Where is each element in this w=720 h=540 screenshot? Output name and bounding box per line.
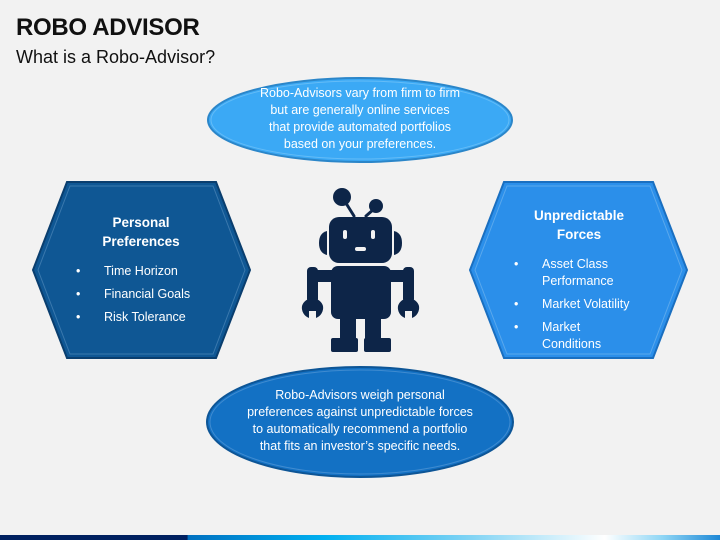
right-hexagon-shape bbox=[468, 181, 689, 359]
bottom-ellipse-line: preferences against unpredictable forces bbox=[247, 405, 473, 419]
list-item: • Risk Tolerance bbox=[76, 309, 226, 326]
left-hexagon-title-line: Preferences bbox=[102, 234, 180, 249]
list-item: • Financial Goals bbox=[76, 286, 226, 303]
right-hexagon-title: Unpredictable Forces bbox=[498, 206, 660, 244]
bottom-ellipse-line: that fits an investor’s specific needs. bbox=[259, 439, 461, 453]
left-hexagon-list: • Time Horizon • Financial Goals • Risk Tol… bbox=[76, 263, 226, 332]
list-item: • Asset Class Performance bbox=[514, 256, 634, 290]
top-ellipse-text: Robo-Advisors vary from firm to firm but… bbox=[220, 85, 500, 153]
top-ellipse-line: but are generally online services bbox=[270, 103, 450, 117]
bullet-icon: • bbox=[76, 264, 81, 278]
list-item: • Market Volatility bbox=[514, 296, 634, 313]
left-hexagon-shape bbox=[31, 181, 252, 359]
footer-gradient-bar bbox=[0, 535, 720, 540]
top-ellipse-line: that provide automated portfolios bbox=[268, 120, 452, 134]
list-item-label: Time Horizon bbox=[104, 264, 178, 278]
top-ellipse-line: Robo-Advisors vary from firm to firm bbox=[259, 86, 461, 100]
bottom-ellipse-line: to automatically recommend a portfolio bbox=[252, 422, 468, 436]
top-ellipse-line: based on your preferences. bbox=[283, 137, 437, 151]
list-item: • Market Conditions bbox=[514, 319, 634, 353]
left-hexagon-title-line: Personal bbox=[112, 215, 170, 230]
list-item-label: Market Volatility bbox=[542, 297, 630, 311]
right-hexagon-title-line: Unpredictable bbox=[533, 208, 625, 223]
list-item-label: Market Conditions bbox=[542, 320, 602, 351]
slide-title: ROBO ADVISOR bbox=[16, 14, 200, 41]
slide-subtitle: What is a Robo-Advisor? bbox=[16, 47, 216, 67]
bullet-icon: • bbox=[514, 297, 519, 311]
list-item-label: Asset Class Performance bbox=[542, 257, 614, 288]
bottom-ellipse-shape bbox=[206, 366, 514, 478]
bullet-icon: • bbox=[514, 320, 519, 334]
list-item-label: Financial Goals bbox=[104, 287, 191, 301]
right-hexagon-title-line: Forces bbox=[556, 227, 602, 242]
bottom-ellipse-line: Robo-Advisors weigh personal bbox=[275, 388, 445, 402]
bullet-icon: • bbox=[76, 310, 81, 324]
bullet-icon: • bbox=[514, 257, 519, 271]
list-item-label: Risk Tolerance bbox=[104, 310, 186, 324]
bottom-ellipse-text: Robo-Advisors weigh personal preferences… bbox=[210, 387, 510, 455]
list-item: • Time Horizon bbox=[76, 263, 226, 280]
robot-icon bbox=[301, 188, 420, 352]
right-hexagon-list: • Asset Class Performance • Market Volatil… bbox=[514, 256, 634, 359]
bullet-icon: • bbox=[76, 287, 81, 301]
top-ellipse-shape bbox=[207, 77, 513, 163]
left-hexagon-title: Personal Preferences bbox=[60, 213, 222, 251]
